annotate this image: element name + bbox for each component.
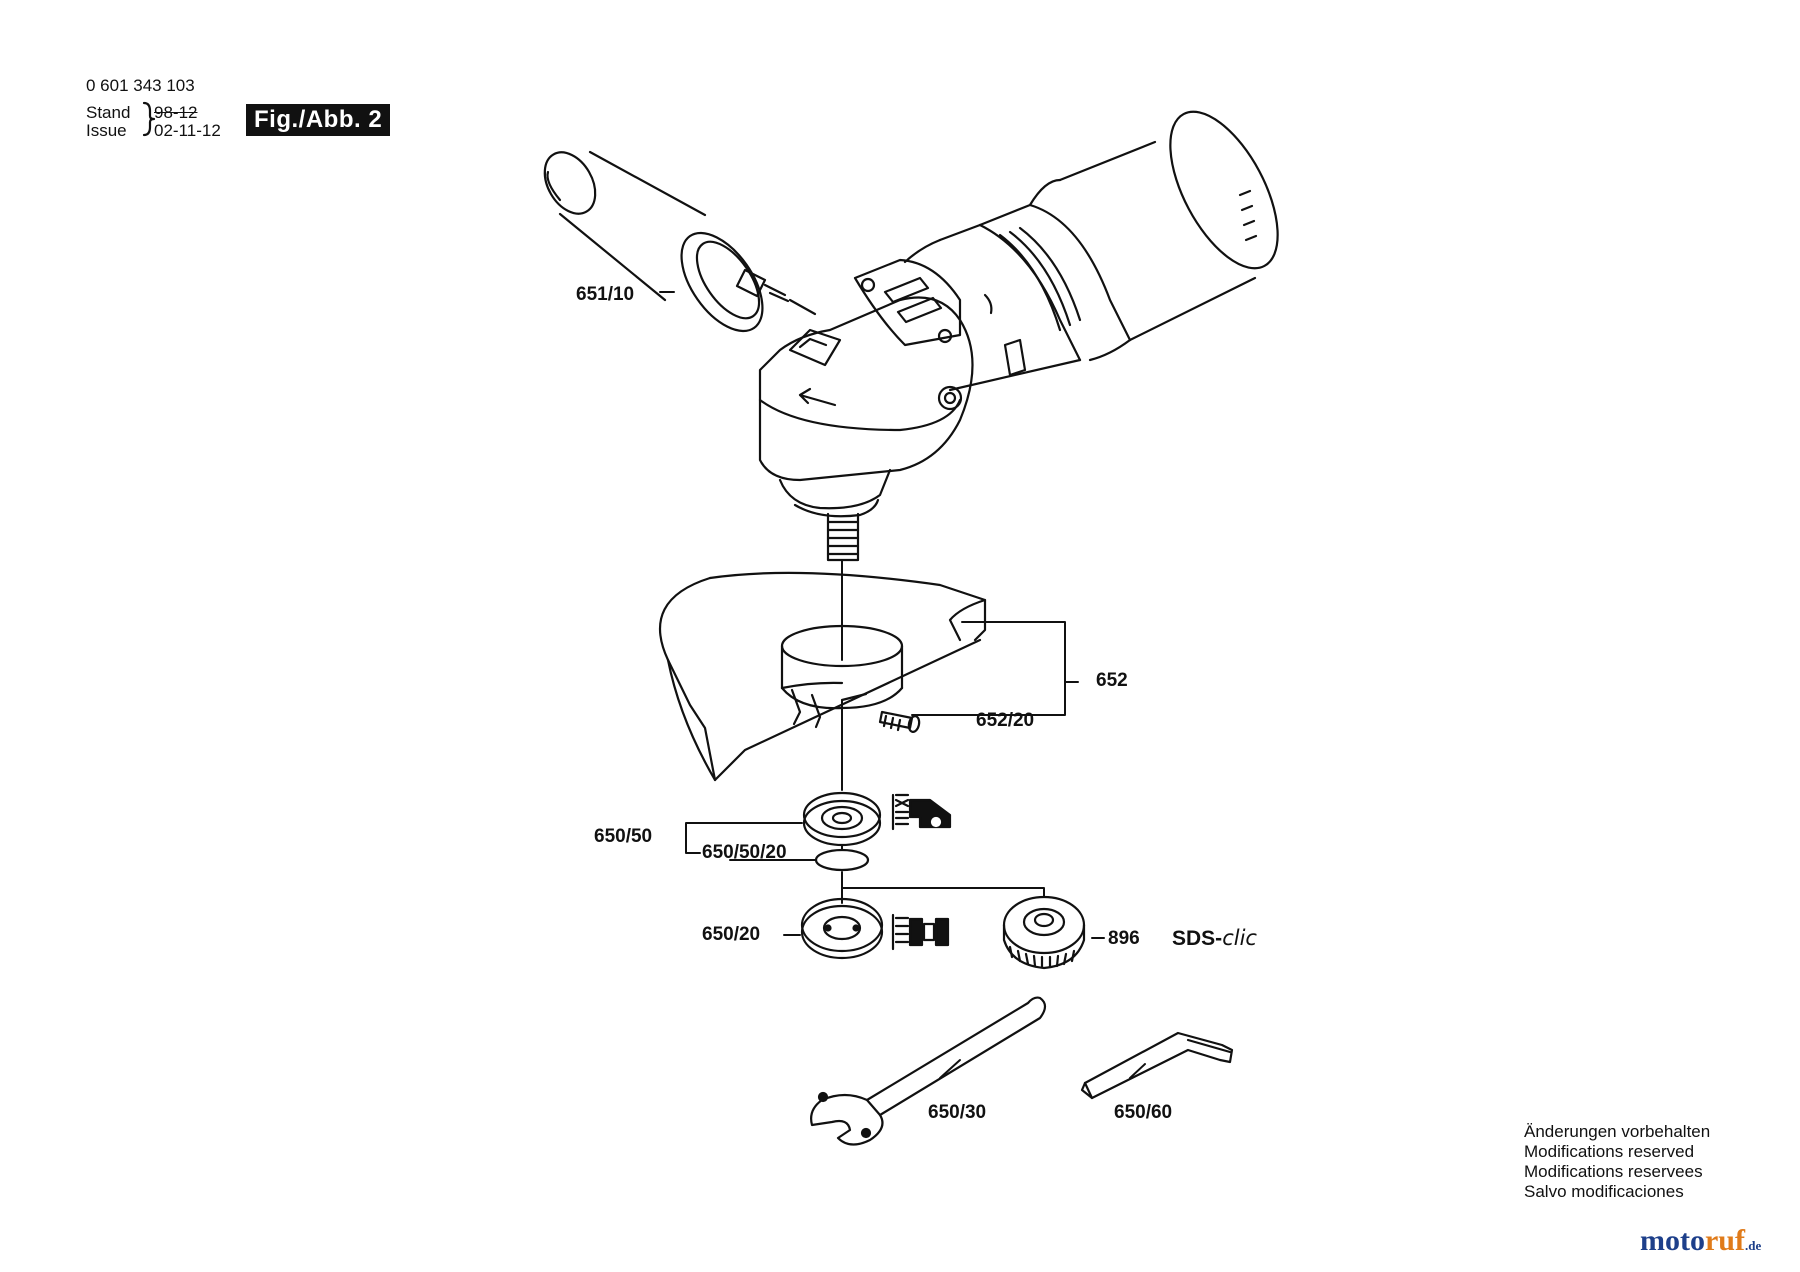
- issue-value: 02-11-12: [154, 121, 221, 140]
- leader-lines: [659, 291, 1146, 1079]
- guard: [659, 571, 987, 782]
- clamp-nut: [800, 897, 884, 960]
- gear-head: [758, 258, 1027, 518]
- stand-value: 98-12: [154, 103, 198, 122]
- note-es: Salvo modificaciones: [1524, 1182, 1684, 1201]
- figure-badge: Fig./Abb. 2: [246, 104, 391, 136]
- flange: [802, 791, 882, 847]
- note-fr: Modifications reservees: [1524, 1162, 1703, 1181]
- label-spanner: 650/30: [928, 1102, 987, 1123]
- notes-block: Änderungen vorbehalten Modifications res…: [1524, 1122, 1710, 1202]
- o-ring: [814, 848, 870, 872]
- issue-label: Issue: [86, 121, 127, 140]
- guard-screw: [878, 710, 921, 733]
- label-flange: 650/50: [594, 826, 653, 847]
- label-hex-key: 650/60: [1114, 1102, 1173, 1123]
- quick-nut: [1002, 895, 1086, 970]
- side-handle: [543, 150, 817, 333]
- sds-clic-logo: SDS-clic: [1172, 926, 1257, 950]
- label-quick-nut: 896: [1108, 928, 1140, 949]
- note-de: Änderungen vorbehalten: [1524, 1122, 1711, 1141]
- label-guard-screw: 652/20: [976, 710, 1035, 731]
- label-o-ring: 650/50/20: [702, 842, 787, 863]
- part-number: 0 601 343 103: [86, 76, 195, 95]
- spanner: [810, 996, 1047, 1146]
- motor-housing: [903, 110, 1279, 392]
- watermark-logo: motoruf.de: [1640, 1224, 1762, 1257]
- spindle: [826, 512, 860, 562]
- flange-mount-symbol: [891, 793, 952, 831]
- label-guard: 652: [1096, 670, 1128, 691]
- stand-label: Stand: [86, 103, 131, 122]
- clamp-nut-symbol: [891, 913, 950, 951]
- note-en: Modifications reserved: [1524, 1142, 1695, 1161]
- label-clamp-nut: 650/20: [702, 924, 761, 945]
- hex-key: [1080, 1031, 1234, 1100]
- label-handle: 651/10: [576, 284, 635, 305]
